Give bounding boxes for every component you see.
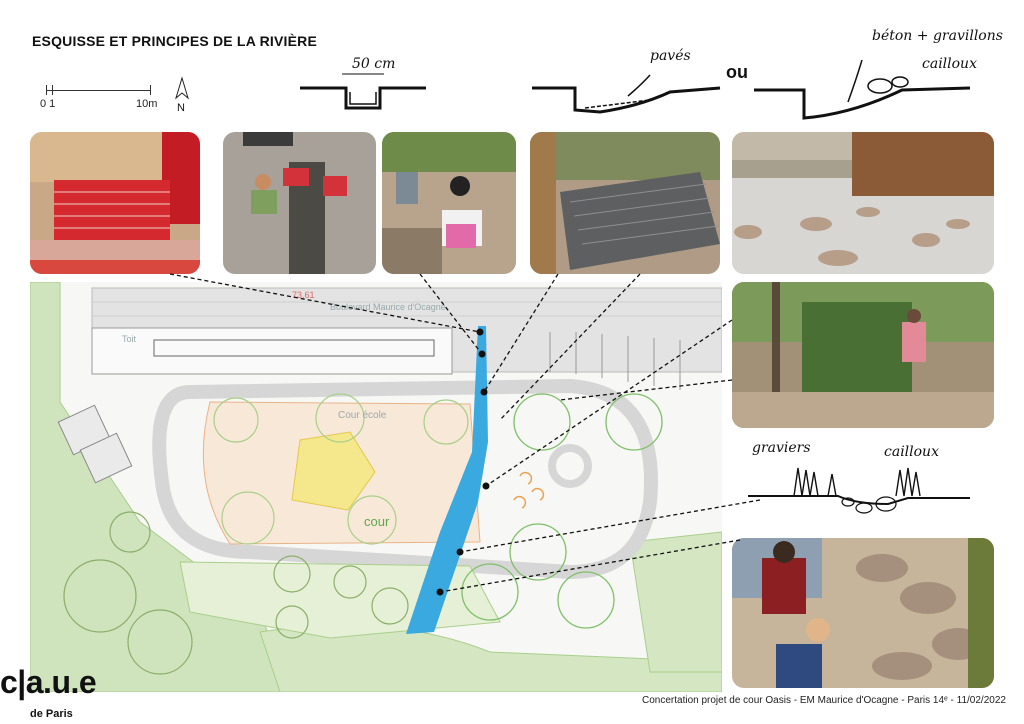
gravel-section-sketch [754, 60, 971, 120]
beton-label: béton + gravillons [872, 28, 1003, 44]
cour-label: cour [364, 514, 390, 529]
photo-children-channel [223, 132, 376, 274]
photo-pebbles-channel [732, 132, 994, 274]
gravel-stones-sketch [748, 467, 970, 514]
paves-label: pavés [650, 48, 691, 64]
paves-section-sketch [532, 74, 721, 114]
site-plan: 73.61 Boulevard Maurice d'Ocagne Cour éc… [30, 282, 722, 692]
scale-start-label: 0 1 [40, 98, 56, 110]
roof-label: Toit [122, 334, 137, 344]
caue-logo: c|a.u.e de Paris [0, 665, 120, 724]
width-note: 50 cm [352, 56, 396, 72]
channel-section-sketch [300, 73, 426, 110]
scale-bar: 0 1 10m [40, 80, 190, 120]
logo-subtitle: de Paris [30, 708, 73, 720]
cailloux-bottom-label: cailloux [884, 444, 939, 460]
page-title: ESQUISSE ET PRINCIPES DE LA RIVIÈRE [32, 33, 317, 49]
footer-caption: Concertation projet de cour Oasis - EM M… [642, 695, 1006, 706]
photo-children-rock-stream [732, 538, 994, 688]
elevation-label: 73.61 [292, 290, 315, 300]
cour-ecole-label: Cour école [338, 410, 387, 421]
north-arrow-icon: N [172, 76, 192, 120]
cailloux-top-label: cailloux [922, 56, 977, 72]
photo-metal-grate-path [530, 132, 720, 274]
logo-text: c|a.u.e [0, 664, 97, 700]
scale-end-label: 10m [136, 98, 158, 110]
graviers-label: graviers [752, 440, 811, 456]
photo-girl-garden-stream [732, 282, 994, 428]
or-label: ou [726, 62, 748, 82]
photo-red-brick-wall [30, 132, 200, 274]
north-label: N [177, 102, 185, 114]
street-label: Boulevard Maurice d'Ocagne [330, 302, 446, 312]
photo-girls-water-tap [382, 132, 516, 274]
